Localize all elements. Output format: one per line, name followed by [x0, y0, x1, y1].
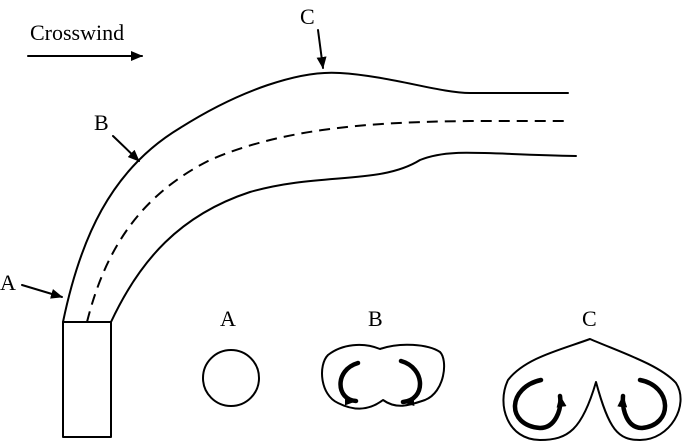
point-c-arrow-icon — [316, 29, 327, 69]
section-b-outline — [321, 343, 446, 410]
point-a-arrow-icon — [21, 284, 63, 299]
point-b-arrow-icon — [112, 135, 140, 162]
section-b-right-vortex-icon — [398, 358, 423, 407]
plume-lower-boundary — [110, 151, 577, 323]
section-c-left-vortex-icon — [512, 377, 567, 431]
jet-nozzle — [62, 321, 112, 438]
section-c-outline — [502, 338, 682, 441]
point-c-label: C — [300, 4, 315, 29]
section-a-label: A — [220, 306, 236, 331]
crosswind-label: Crosswind — [30, 20, 124, 45]
section-c-label: C — [582, 306, 597, 331]
section-c-right-vortex-icon — [617, 377, 668, 431]
point-b-label: B — [94, 110, 109, 135]
plume-centerline — [86, 120, 568, 323]
point-a-label: A — [0, 270, 16, 295]
section-b-left-vortex-icon — [338, 360, 361, 406]
section-a-outline — [202, 349, 260, 407]
section-b-label: B — [368, 306, 383, 331]
plume-upper-boundary — [62, 71, 569, 323]
